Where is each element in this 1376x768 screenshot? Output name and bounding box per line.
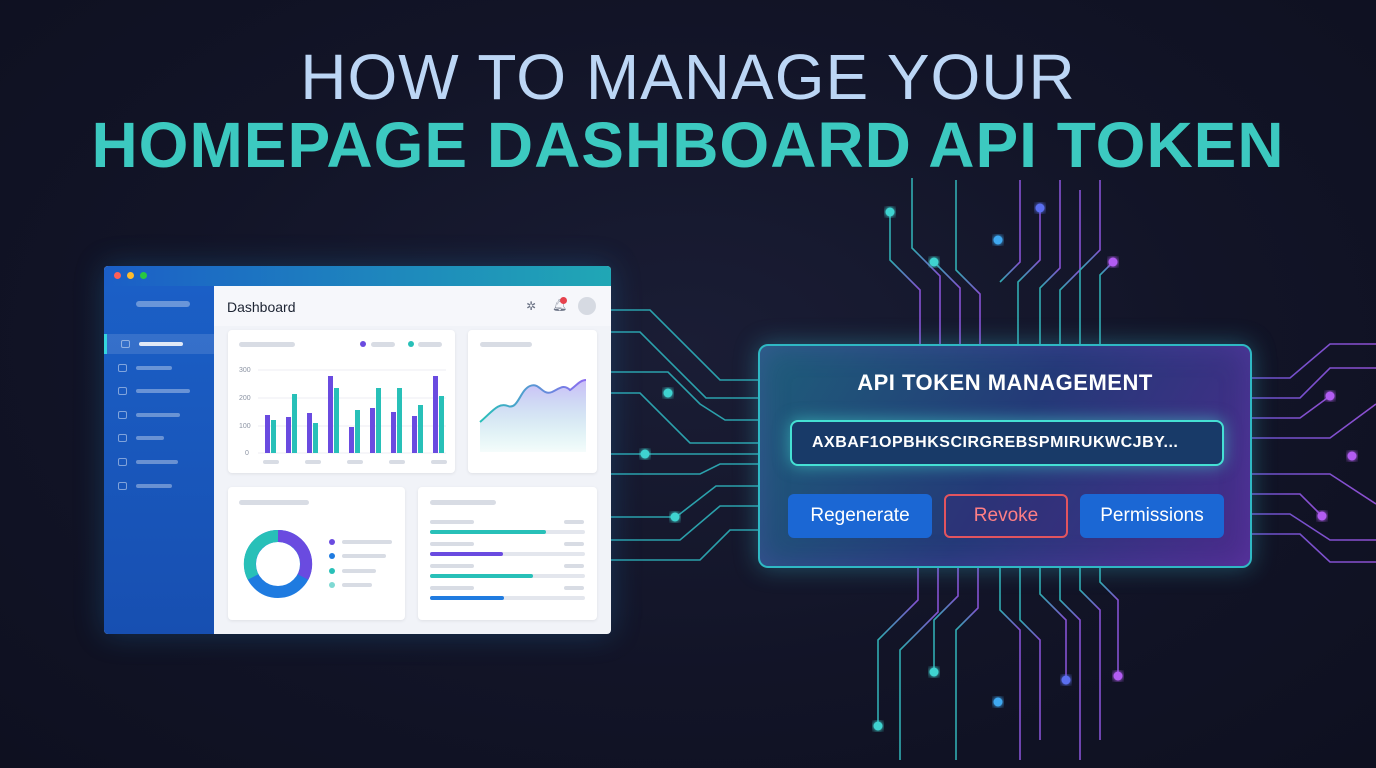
window-close-dot[interactable] — [114, 272, 121, 279]
grid-icon — [118, 364, 127, 372]
sidebar-item-label — [136, 460, 178, 464]
legend-label-placeholder — [418, 342, 442, 347]
sidebar-item-grid[interactable] — [104, 358, 214, 378]
legend-label-placeholder — [371, 342, 395, 347]
card-title-placeholder — [430, 500, 496, 505]
sidebar-item-label — [136, 413, 180, 417]
bar-chart: 300 200 100 0 — [239, 367, 447, 464]
headline-line-1: HOW TO MANAGE YOUR — [300, 41, 1076, 113]
card-title-placeholder — [239, 342, 295, 347]
dashboard-header: Dashboard — [214, 286, 611, 326]
sidebar-logo — [136, 301, 190, 307]
api-token-panel: API TOKEN MANAGEMENT AXBAF1OPBHKSCIRGREB… — [758, 344, 1252, 568]
sidebar-item-reports[interactable] — [104, 452, 214, 472]
axis-tick-label: 100 — [239, 423, 251, 430]
avatar[interactable] — [578, 297, 596, 315]
legend-dot — [360, 341, 366, 347]
card-icon — [118, 434, 127, 442]
window-minimize-dot[interactable] — [127, 272, 134, 279]
axis-tick-label: 200 — [239, 395, 251, 402]
page-title: Dashboard — [227, 299, 296, 315]
regenerate-button[interactable]: Regenerate — [788, 494, 932, 538]
card-title-placeholder — [480, 342, 532, 347]
sidebar-item-home[interactable] — [104, 334, 214, 354]
donut-chart — [243, 529, 392, 598]
sidebar-item-settings[interactable] — [104, 476, 214, 496]
sidebar-item-users[interactable] — [104, 381, 214, 401]
sidebar-item-label — [136, 484, 172, 488]
users-icon — [118, 387, 127, 395]
bar-chart-card: 300 200 100 0 — [228, 330, 455, 473]
axis-tick-label: 300 — [239, 367, 251, 374]
legend-dot — [408, 341, 414, 347]
api-token-field[interactable]: AXBAF1OPBHKSCIRGREBSPMIRUKWCJBY... — [790, 420, 1224, 466]
panel-title: API TOKEN MANAGEMENT — [857, 370, 1153, 395]
donut-chart-card — [228, 487, 405, 620]
bug-icon[interactable]: ✲ — [526, 299, 537, 313]
window-maximize-dot[interactable] — [140, 272, 147, 279]
notification-badge — [560, 297, 567, 304]
pie-icon — [118, 458, 127, 466]
permissions-button[interactable]: Permissions — [1080, 494, 1224, 538]
sidebar-item-label — [136, 366, 172, 370]
revoke-button[interactable]: Revoke — [944, 494, 1068, 538]
sidebar-item-billing[interactable] — [104, 428, 214, 448]
axis-tick-label: 0 — [245, 450, 249, 457]
area-chart-card — [468, 330, 597, 473]
dashboard-sidebar — [104, 286, 214, 634]
sidebar-item-label — [136, 436, 164, 440]
area-chart — [479, 379, 587, 452]
dashboard-window: Dashboard ✲ 🔔︎ 300 200 100 0 — [104, 266, 611, 634]
card-title-placeholder — [239, 500, 309, 505]
sidebar-item-label — [139, 342, 183, 346]
sidebar-item-label — [136, 389, 190, 393]
headline-line-2: HOMEPAGE DASHBOARD API TOKEN — [91, 109, 1285, 181]
home-icon — [121, 340, 130, 348]
progress-bars — [430, 520, 585, 600]
gear-icon — [118, 482, 127, 490]
sidebar-item-analytics[interactable] — [104, 405, 214, 425]
window-titlebar — [104, 266, 611, 286]
progress-list-card — [418, 487, 597, 620]
trend-icon — [118, 411, 127, 419]
